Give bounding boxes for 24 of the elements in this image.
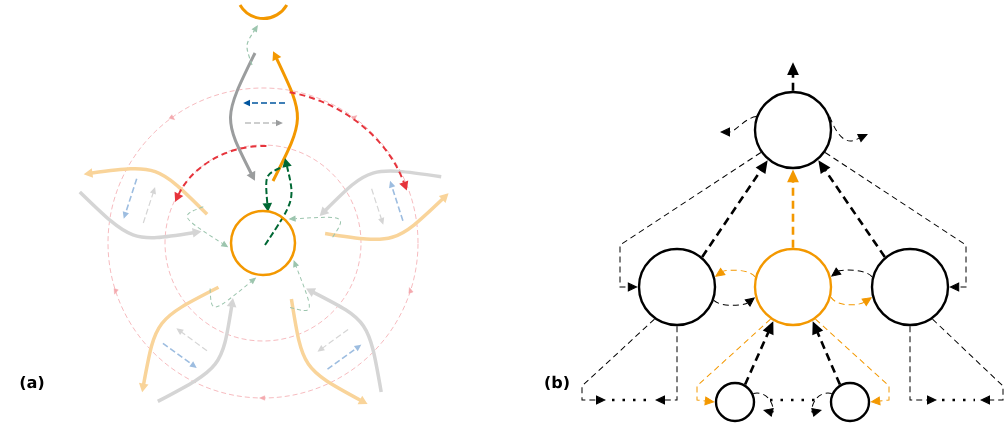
- arrow: [715, 267, 756, 278]
- arrow: [581, 318, 655, 405]
- arrow: [932, 318, 1004, 405]
- arrow: [909, 325, 937, 405]
- arrow: [824, 152, 967, 292]
- arrow: [713, 297, 755, 307]
- arrow: [619, 152, 762, 292]
- arrow: [831, 267, 873, 278]
- arrow: [829, 116, 868, 142]
- circle-node: [753, 247, 833, 327]
- arrow: [811, 392, 833, 417]
- panel-label: (a): [20, 375, 44, 391]
- arrow: [720, 116, 757, 137]
- arrow: [696, 318, 771, 406]
- arrow: [655, 325, 678, 405]
- circle-node: [714, 381, 756, 423]
- circle-node: [637, 247, 717, 327]
- arrow: [752, 392, 774, 417]
- circle-node: [870, 247, 950, 327]
- panel-label: (b): [545, 375, 569, 391]
- arrow: [815, 318, 890, 406]
- arrow: [830, 296, 872, 307]
- circle-node: [753, 90, 833, 170]
- circle-node: [829, 381, 871, 423]
